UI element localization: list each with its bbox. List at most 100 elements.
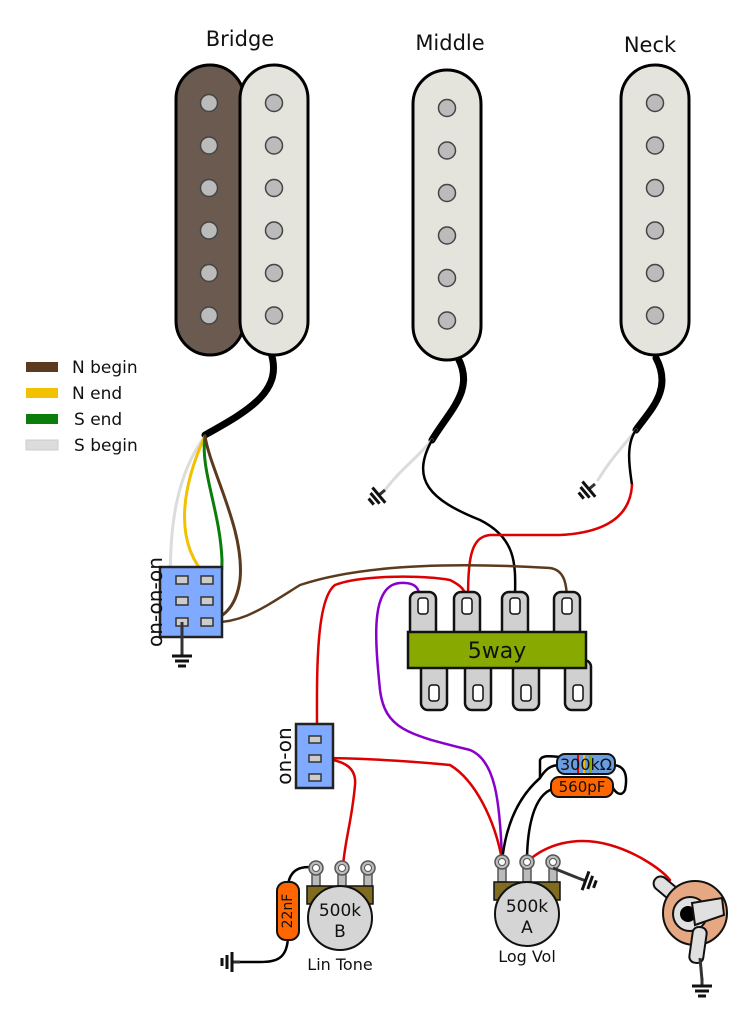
volume-pot-lugs [494,854,561,883]
lug-hole [472,684,484,702]
pole-piece [437,226,457,245]
legend-swatch [26,388,58,398]
coil-switch-label: on-on-on [143,557,167,647]
pole-piece [264,178,284,198]
bridge-coil-south [238,63,310,357]
pickup-label-bridge: Bridge [206,27,274,51]
pole-pieces-group [199,93,665,330]
pole-piece [437,311,457,330]
pole-piece [437,98,457,118]
coil-switch[interactable]: on-on-on [143,557,224,647]
jack-ground-wire [698,957,704,981]
jack-ground-lug [688,925,708,965]
tone-pot-value: 500k [319,901,361,921]
phase-switch-lug [308,773,322,782]
lug-hole [509,597,521,615]
neck-single-coil [619,63,691,357]
pole-piece [645,178,665,198]
middle-single-coil [411,68,483,362]
red-wire-phase [315,575,469,737]
legend-swatch [26,414,58,424]
coil-switch-lug [200,575,214,585]
ground-icon [573,867,600,896]
pole-piece [437,183,457,203]
pot-lug-hole [498,858,506,866]
bridge-humbucker [174,63,310,357]
coil-switch-lug [175,596,189,606]
tone-pot[interactable]: 500k B Lin Tone [306,860,376,974]
legend-swatch [26,362,58,372]
pole-piece [645,93,665,113]
red-wire-volume [316,756,504,862]
phase-switch-lug [308,754,322,763]
pot-lug-hole [549,858,557,866]
legend-label: S end [74,410,122,430]
pole-piece [199,93,219,113]
volume-ground-wire [552,866,579,880]
ground-icon [690,976,714,998]
capacitor-label: 560pF [559,778,606,796]
treble-bleed: 300kΩ 560pF [550,753,616,798]
bridge-cable [201,346,278,439]
coil-switch-lug [175,575,189,585]
output-wire [525,839,672,882]
volume-pot-caption: Log Vol [498,947,556,966]
capacitor-560pf [550,776,614,798]
middle-cable [428,354,468,444]
pole-piece [437,141,457,160]
volume-pot[interactable]: 500k A Log Vol [493,854,561,966]
tone-pot-taper: B [334,922,346,942]
lug-hole [520,684,532,702]
pole-piece [645,136,665,155]
pole-piece [199,136,219,155]
tone-cap-lead-bottom [238,933,290,964]
ground-icon [170,646,194,668]
volume-pot-body[interactable] [494,881,560,947]
tone-cap-label: 22nF [280,894,296,929]
legend-label: N end [72,384,122,404]
pole-piece [264,263,284,283]
tone-pot-body[interactable] [307,885,373,951]
lug-hole [461,597,473,615]
pole-piece [645,221,665,240]
neck-cable [632,354,666,434]
pot-lug-hole [523,858,531,866]
tone-cap-body [276,881,300,941]
middle-coil [411,68,483,362]
pole-piece [199,178,219,198]
phase-switch[interactable]: on-on [272,722,335,790]
coil-switch-lug [200,596,214,606]
neck-coil [619,63,691,357]
five-way-body[interactable] [406,630,588,670]
legend-label: N begin [72,358,138,378]
pickup-label-neck: Neck [624,33,677,57]
lug-hole [561,597,573,615]
volume-pot-value: 500k [506,897,548,917]
legend: N begin N end S end S begin [25,358,138,456]
resistor-300k [556,753,616,775]
middle-ground-wire [383,438,434,492]
phase-switch-label: on-on [272,727,296,784]
brown-wire [203,564,569,624]
pole-piece [437,268,457,288]
five-way-lugs [408,590,593,712]
purple-wire [375,581,504,862]
pole-piece [199,263,219,283]
lug-hole [572,684,584,702]
output-jack[interactable] [651,874,728,965]
neck-hot-red-wire [466,483,634,605]
phase-switch-lug [308,735,322,744]
legend-swatch [25,439,59,451]
resistor-label: 300kΩ [560,755,612,774]
ground-icon [220,950,242,974]
pot-lug-hole [364,864,372,872]
middle-hot-wire [421,438,517,605]
pole-piece [264,306,284,325]
pole-piece [645,263,665,283]
pot-lug-hole [338,864,346,872]
legend-label: S begin [74,436,138,456]
treble-bleed-lead-left [538,754,562,780]
coil-switch-lug [200,617,214,627]
five-way-switch[interactable]: 5way [406,590,593,712]
pole-piece [264,93,284,113]
